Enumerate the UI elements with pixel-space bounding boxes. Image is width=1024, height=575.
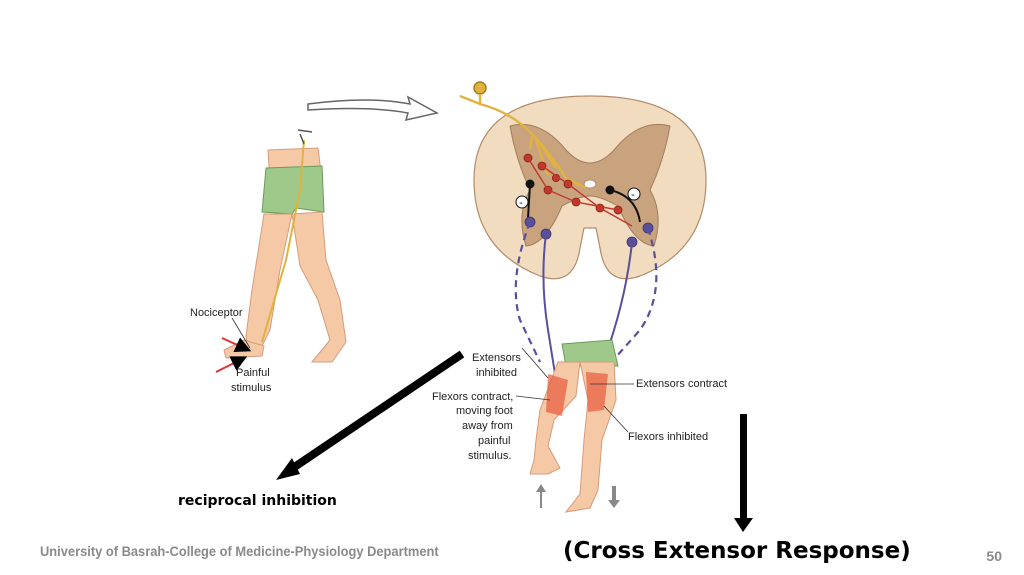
nociceptor-label: Nociceptor [190, 307, 243, 319]
page-number: 50 [986, 548, 1002, 564]
cross-extensor-caption: (Cross Extensor Response) [563, 538, 911, 564]
flexors-contract-label-5: stimulus. [468, 450, 511, 462]
diagonal-arrow-icon [276, 350, 465, 480]
hollow-arrow-icon [307, 95, 440, 122]
motor-neurons [524, 216, 654, 248]
flexors-contract-label-1: Flexors contract, [432, 391, 513, 403]
flexors-inhibited-label: Flexors inhibited [628, 431, 708, 443]
painful-label-2: stimulus [231, 382, 272, 394]
leg-figure-left [223, 129, 347, 363]
extensors-inhibited-label-2: inhibited [476, 367, 517, 379]
flexors-contract-label-2: moving foot [456, 405, 513, 417]
reciprocal-inhibition-caption: reciprocal inhibition [178, 493, 337, 509]
down-arrow-icon [734, 414, 753, 532]
extensors-contract-label: Extensors contract [636, 378, 727, 390]
inhibition-sign-left: - [519, 196, 523, 209]
leg-figure-right [529, 339, 619, 513]
flexors-contract-label-4: painful [478, 435, 510, 447]
flexors-contract-label-3: away from [462, 420, 513, 432]
pain-arrows-icon [215, 337, 252, 373]
afferent-nerve [459, 81, 587, 190]
painful-label-1: Painful [236, 367, 270, 379]
movement-arrows-icon [536, 484, 620, 508]
spinal-cord-section [473, 95, 707, 280]
footer-institution: University of Basrah-College of Medicine… [40, 543, 439, 559]
inhibition-sign-right: - [631, 188, 635, 201]
extensors-inhibited-label-1: Extensors [472, 352, 521, 364]
